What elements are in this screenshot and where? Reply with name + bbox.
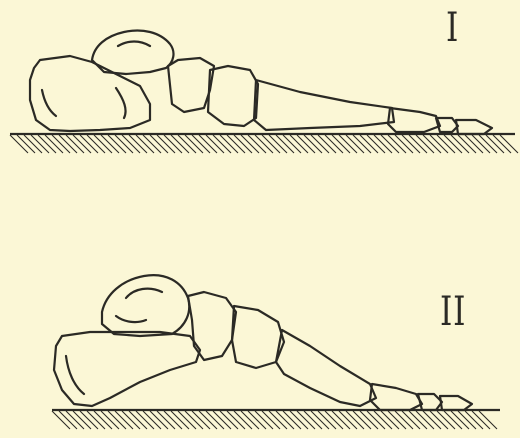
metatarsal-2 xyxy=(276,330,376,406)
calcaneus-2 xyxy=(54,332,200,406)
calcaneus-detail-1b xyxy=(116,88,126,118)
talus-detail-1 xyxy=(118,42,150,47)
talus-detail-2 xyxy=(126,289,162,298)
ground-hatching-1 xyxy=(10,135,518,153)
talus-2 xyxy=(102,275,189,336)
calcaneus-detail-1 xyxy=(42,90,56,116)
talus-detail-2b xyxy=(116,316,146,322)
ground-hatching-2 xyxy=(52,411,497,429)
navicular-1 xyxy=(168,58,214,112)
panel-2-foot-drawing xyxy=(52,275,500,429)
phalanx-distal-1 xyxy=(456,120,492,134)
panel-1-label: I xyxy=(446,8,459,48)
cuneiform-1 xyxy=(208,66,258,126)
phalanx-proximal-2 xyxy=(370,384,422,410)
phalanx-proximal-1 xyxy=(388,108,440,132)
calcaneus-detail-2 xyxy=(66,356,84,394)
metatarsal-1 xyxy=(254,80,394,130)
panel-2-label: II xyxy=(440,292,466,332)
panel-1-foot-drawing xyxy=(10,31,518,154)
navicular-2 xyxy=(188,292,236,360)
phalanx-distal-2 xyxy=(440,396,472,410)
calcaneus-1 xyxy=(30,56,150,131)
